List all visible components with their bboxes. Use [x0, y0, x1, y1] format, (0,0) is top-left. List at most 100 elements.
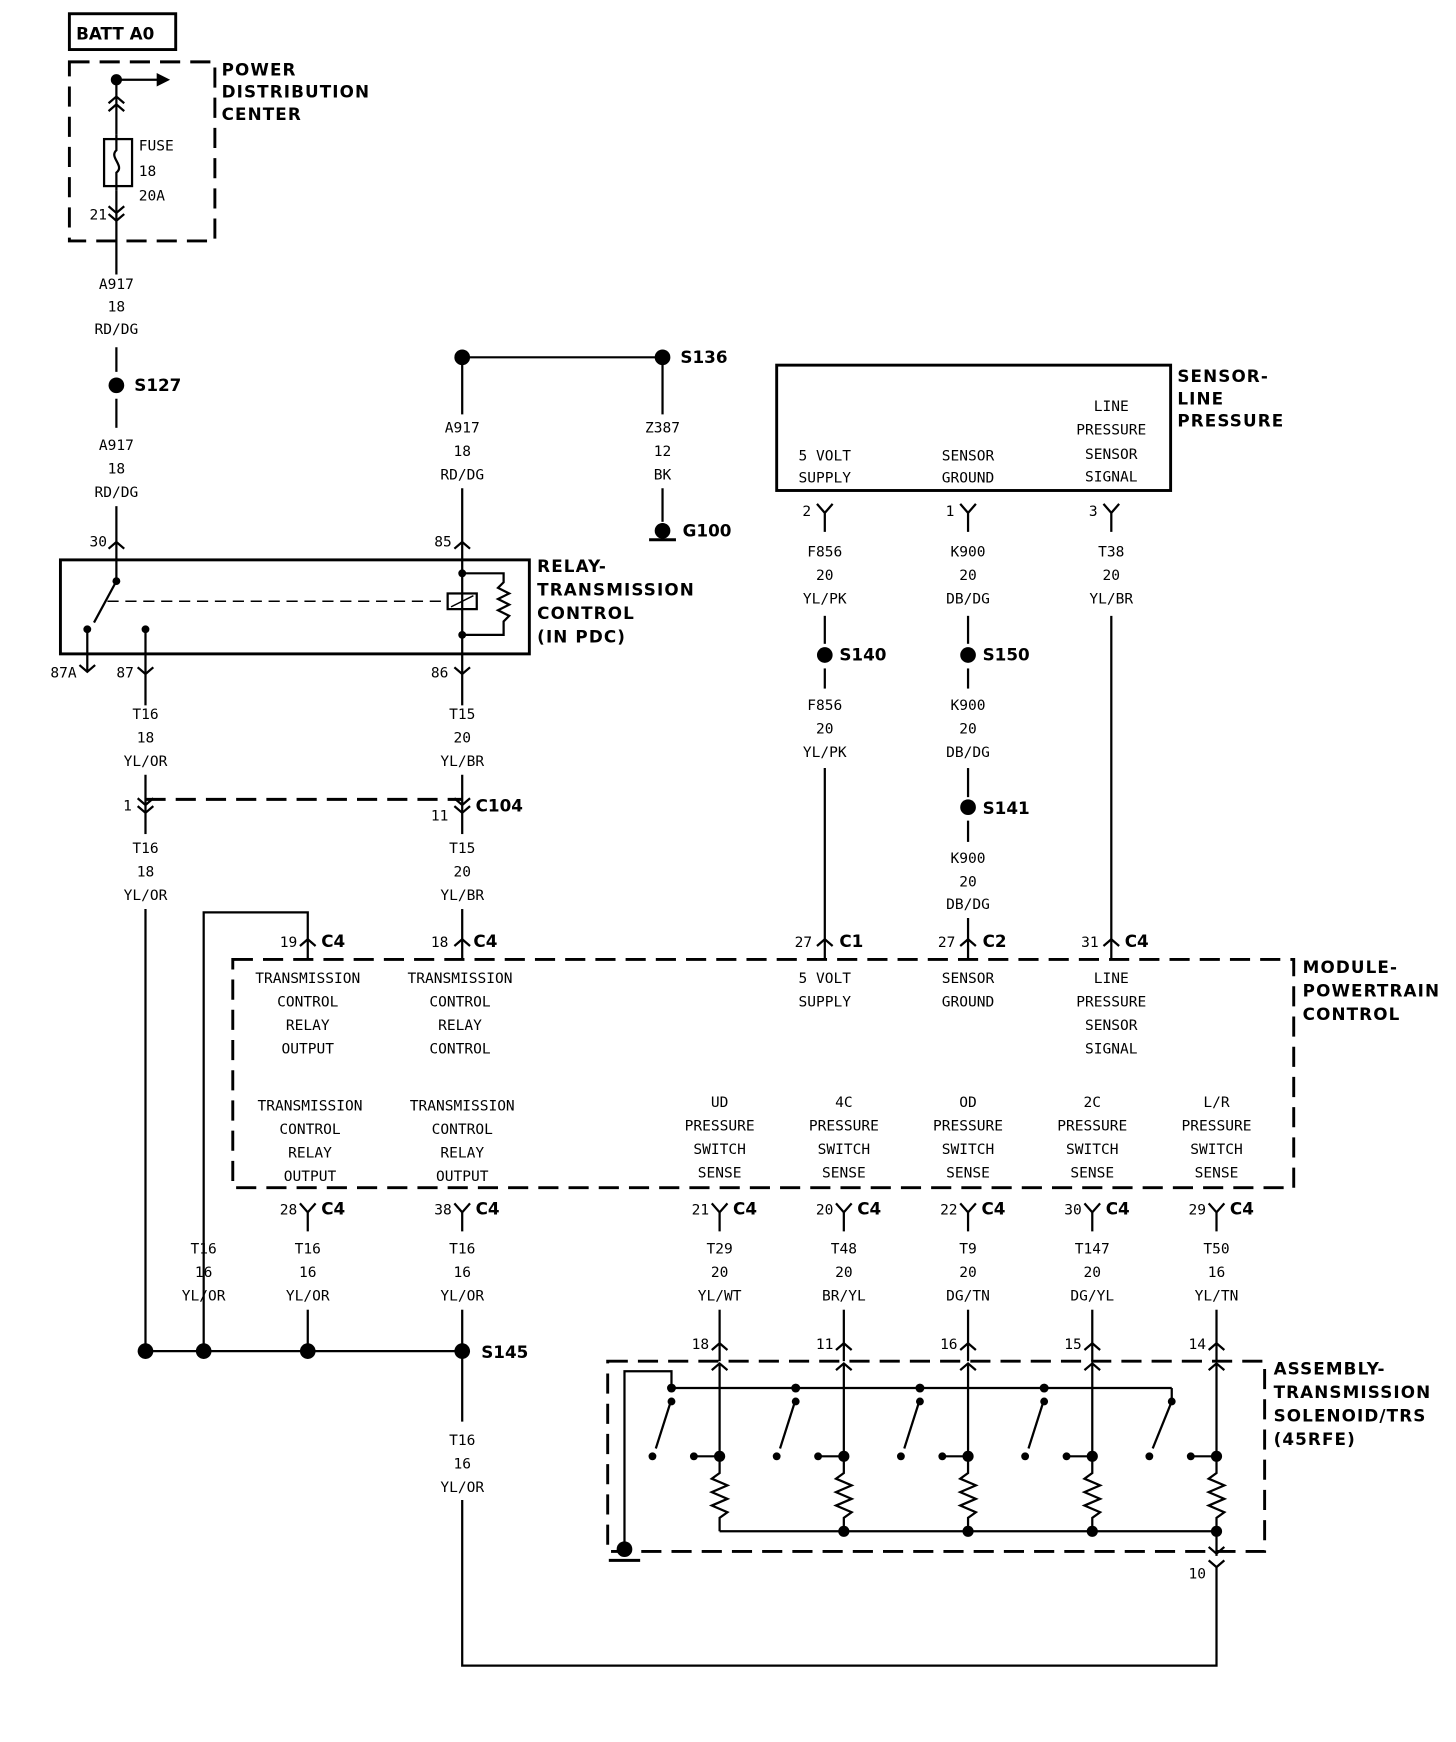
- pcm-top-2-l2: CONTROL: [429, 994, 490, 1010]
- pcm-top-4-l1: SENSOR: [942, 971, 995, 987]
- t147-3: DG/YL: [1070, 1289, 1114, 1305]
- t16-28-2: 16: [299, 1265, 317, 1281]
- sensor-supply-1: 5 VOLT: [799, 448, 852, 464]
- z387-3: BK: [654, 467, 672, 483]
- pcm-top-5-l3: SENSOR: [1085, 1018, 1138, 1034]
- wire-k900-b: K900 20 DB/DG: [946, 698, 990, 761]
- pcm-bot-1-l3: RELAY: [288, 1145, 332, 1161]
- relay-title-4: (IN PDC): [537, 627, 626, 647]
- k900-b-3: DB/DG: [946, 745, 990, 761]
- t16-left-2: 16: [195, 1265, 213, 1281]
- wire-k900-c: K900 20 DB/DG: [946, 851, 990, 913]
- solenoid-ground-dot: [616, 1541, 633, 1558]
- a917-mid-2: 18: [108, 462, 126, 478]
- sensor-signal-4: SIGNAL: [1085, 470, 1138, 486]
- k900-c-3: DB/DG: [946, 897, 990, 913]
- fuse-label-2: 18: [139, 164, 157, 180]
- a917-relay-2: 18: [453, 444, 471, 460]
- relay-box: [58, 558, 531, 656]
- t16-38-1: T16: [449, 1242, 475, 1258]
- relay-pin-30: 30: [90, 534, 108, 550]
- pcm-top-1-l3: RELAY: [286, 1018, 330, 1034]
- a917-relay-3: RD/DG: [440, 467, 484, 483]
- splice-s136-dot: [654, 349, 671, 366]
- t48-3: BR/YL: [822, 1289, 866, 1305]
- a917-top-1: A917: [99, 277, 134, 293]
- pressure-switch-od: [903, 1398, 921, 1449]
- power-distribution-center: BATT A0 POWER DISTRIBUTION CENTER FUSE 1…: [67, 12, 369, 275]
- t16-s145-3: YL/OR: [440, 1480, 484, 1496]
- pcm-bot-conn-21: C4: [733, 1199, 757, 1219]
- wire-t147: T147 20 DG/YL: [1070, 1242, 1114, 1305]
- pcm-bot-1-l1: TRANSMISSION: [258, 1098, 363, 1114]
- pcm-top-conn-18: C4: [473, 931, 497, 951]
- t15-c104-3: YL/BR: [440, 888, 484, 904]
- pcm-bot-7-l3: SWITCH: [1190, 1142, 1243, 1158]
- t50-3: YL/TN: [1195, 1289, 1239, 1305]
- pcm-top-conn-c2: C2: [983, 931, 1007, 951]
- pcm-bot-3-l1: UD: [711, 1095, 729, 1111]
- splice-s140-label: S140: [839, 645, 886, 665]
- pcm-top-2-l3: RELAY: [438, 1018, 482, 1034]
- pcm-bot-2-l1: TRANSMISSION: [410, 1098, 515, 1114]
- wire-t50: T50 16 YL/TN: [1195, 1242, 1239, 1305]
- pcm-bot-5-l3: SWITCH: [942, 1142, 995, 1158]
- c104-pin-11: 11: [431, 809, 449, 825]
- pcm-bot-4-l2: PRESSURE: [809, 1119, 879, 1135]
- t16-s145-2: 16: [453, 1457, 471, 1473]
- pcm-top-2-l4: CONTROL: [429, 1041, 490, 1057]
- t29-3: YL/WT: [698, 1289, 742, 1305]
- resistor-ud: [708, 1456, 731, 1532]
- sensor-pin-2: 2: [802, 504, 811, 520]
- pcm-bot-7-l4: SENSE: [1195, 1166, 1239, 1182]
- pcm-bot-7-l1: L/R: [1203, 1095, 1229, 1111]
- pdc-title-1: POWER: [222, 59, 297, 79]
- pcm-bot-pin-29: 29: [1189, 1203, 1207, 1219]
- t38-1: T38: [1098, 545, 1124, 561]
- pcm-bot-pin-21: 21: [692, 1203, 710, 1219]
- pcm-bot-4-l4: SENSE: [822, 1166, 866, 1182]
- splice-bus-3: [299, 1343, 316, 1359]
- pcm-top-4-l2: GROUND: [942, 994, 995, 1010]
- pcm-bot-pin-22: 22: [940, 1203, 958, 1219]
- z387-2: 12: [654, 444, 672, 460]
- t15-c104-2: 20: [453, 865, 471, 881]
- pcm-bot-2-l4: OUTPUT: [436, 1169, 489, 1185]
- batt-box: [67, 12, 178, 52]
- solenoid-title-1: ASSEMBLY-: [1274, 1359, 1386, 1379]
- pcm-bot-1-l4: OUTPUT: [284, 1169, 337, 1185]
- wire-t15-86: T15 20 YL/BR: [440, 707, 484, 770]
- splice-s150-label: S150: [983, 645, 1030, 665]
- k900-a-1: K900: [951, 545, 986, 561]
- pcm-bot-pin-28: 28: [280, 1203, 298, 1219]
- pressure-switch-2c: [1027, 1398, 1046, 1449]
- pcm-top-conn-c1: C1: [839, 931, 863, 951]
- splice-s141-label: S141: [983, 798, 1030, 818]
- relay-pin-86: 86: [431, 665, 449, 681]
- pcm-bot-4-l3: SWITCH: [818, 1142, 871, 1158]
- pcm-bot-3-l4: SENSE: [698, 1166, 742, 1182]
- ground-g100-label: G100: [683, 520, 732, 540]
- splice-s127-dot: [108, 377, 125, 394]
- t16-s145-1: T16: [449, 1433, 475, 1449]
- t48-2: 20: [835, 1265, 853, 1281]
- wire-t15-c104: T15 20 YL/BR: [440, 841, 484, 904]
- pcm-top-pin-18: 18: [431, 935, 449, 951]
- pcm-top-2-l1: TRANSMISSION: [407, 971, 512, 987]
- t16-28-3: YL/OR: [286, 1289, 330, 1305]
- pcm-bot-4-l1: 4C: [835, 1095, 853, 1111]
- t9-3: DG/TN: [946, 1289, 990, 1305]
- pcm-bottom-pins: 28 C4 38 C4 21 C4 20 C4 22 C4 30 C4 29 C…: [280, 1199, 1254, 1232]
- wire-a917-mid: A917 18 RD/DG: [95, 438, 139, 501]
- pcm-top-3-l1: 5 VOLT: [799, 971, 852, 987]
- f856-b-2: 20: [816, 721, 834, 737]
- ground-g100-dot: [654, 522, 671, 539]
- f856-a-3: YL/PK: [803, 592, 847, 608]
- splice-s145-label: S145: [481, 1342, 528, 1362]
- a917-top-3: RD/DG: [95, 322, 139, 338]
- pcm-bot-6-l2: PRESSURE: [1057, 1119, 1127, 1135]
- pcm-bot-5-l2: PRESSURE: [933, 1119, 1003, 1135]
- solenoid-pin-10: 10: [1189, 1566, 1207, 1582]
- relay-title-3: CONTROL: [537, 603, 635, 623]
- pcm-bot-5-l1: OD: [959, 1095, 977, 1111]
